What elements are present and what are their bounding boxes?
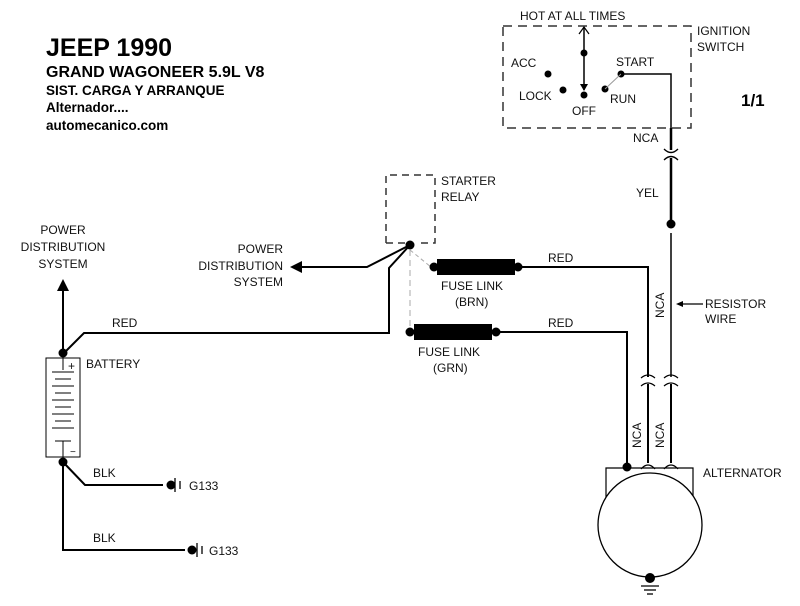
connector-icon [663,374,679,379]
position-off: OFF [572,104,596,118]
wire-label-red-fuse-grn: RED [548,316,574,330]
wire-label-nca-alt-1: NCA [630,423,644,448]
position-run: RUN [610,92,636,106]
site-name: automecanico.com [46,118,169,133]
connector-icon [663,155,679,161]
pds-center-line1: POWER [238,242,284,256]
starter-relay: STARTER RELAY [385,174,496,250]
pds-center-line2: DISTRIBUTION [198,259,283,273]
start-wire [621,73,672,128]
battery: POWER DISTRIBUTION SYSTEM + − BATTERY [21,223,140,467]
alternator: ALTERNATOR [597,462,782,595]
page-number: 1/1 [741,91,765,110]
wire-blk-2 [62,462,185,551]
arrow-up-icon [57,279,69,291]
fuse-link-brn-label-1: FUSE LINK [441,279,503,293]
wire-label-red-fuse-brn: RED [548,251,574,265]
connector-icon [640,374,656,379]
section-name: Alternador.... [46,100,129,115]
wire-label-nca-alt-2: NCA [653,423,667,448]
ignition-switch: HOT AT ALL TIMES IGNITION SWITCH ACC LOC… [502,9,750,129]
battery-label: BATTERY [86,357,140,371]
fuse-link-grn-body [414,324,492,340]
splice-yel [666,219,676,229]
battery-plus: + [68,359,75,373]
hot-at-all-times-label: HOT AT ALL TIMES [520,9,625,23]
position-acc: ACC [511,56,537,70]
wire-label-yel: YEL [636,186,659,200]
wire-red-fuse-brn [518,266,649,377]
diagram-title: JEEP 1990 [46,34,173,62]
wire-label-red-battery: RED [112,316,138,330]
position-start: START [616,55,655,69]
switch-arrow-up-icon [578,25,590,35]
ignition-switch-label-1: IGNITION [697,24,750,38]
pds-left-line3: SYSTEM [38,257,87,271]
pds-center-line3: SYSTEM [234,275,283,289]
starter-relay-label-1: STARTER [441,174,496,188]
alternator-terminal-block [605,467,694,498]
wire-label-blk-2: BLK [93,531,116,545]
switch-arrow-down-icon [580,84,588,91]
ignition-switch-outline [502,25,692,129]
fuse-link-brn: FUSE LINK (BRN) [429,259,523,309]
ground-label-2: G133 [209,544,239,558]
wire-blk-1 [62,461,163,486]
fuse-link-grn-label-1: FUSE LINK [418,345,480,359]
starter-relay-outline [385,174,436,244]
position-lock: LOCK [519,89,552,103]
alternator-label: ALTERNATOR [703,466,782,480]
system-name: SIST. CARGA Y ARRANQUE [46,83,225,98]
resistor-wire-label-2: WIRE [705,312,736,326]
resistor-arrow-icon [676,301,683,307]
wire-red-fuse-grn [496,331,628,467]
ground-label-1: G133 [189,479,219,493]
fuse-link-brn-body [437,259,515,275]
arrow-left-icon [290,261,302,273]
pds-left-line1: POWER [40,223,86,237]
switch-contact-off [580,91,588,99]
wire-red-battery [63,244,411,354]
connector-icon [640,382,656,387]
fuse-link-grn: FUSE LINK (GRN) [405,324,501,375]
starter-relay-label-2: RELAY [441,190,479,204]
switch-contact-hot [580,49,588,57]
switch-contact-acc [544,70,552,78]
wire-label-blk-1: BLK [93,466,116,480]
alternator-body [597,472,703,578]
switch-contact-lock [559,86,567,94]
vehicle-model: GRAND WAGONEER 5.9L V8 [46,64,265,81]
ignition-switch-label-2: SWITCH [697,40,744,54]
connector-icon [663,382,679,387]
wire-label-nca-resistor: NCA [653,293,667,318]
resistor-wire-label-1: RESISTOR [705,297,766,311]
wire-label-nca-switch: NCA [633,131,658,145]
connector-icon [663,148,679,154]
wire-to-power-distribution [300,244,411,268]
battery-minus: − [70,447,76,458]
pds-left-line2: DISTRIBUTION [21,240,106,254]
fuse-link-grn-label-2: (GRN) [433,361,468,375]
run-start-link [604,73,622,90]
fuse-link-brn-label-2: (BRN) [455,295,488,309]
